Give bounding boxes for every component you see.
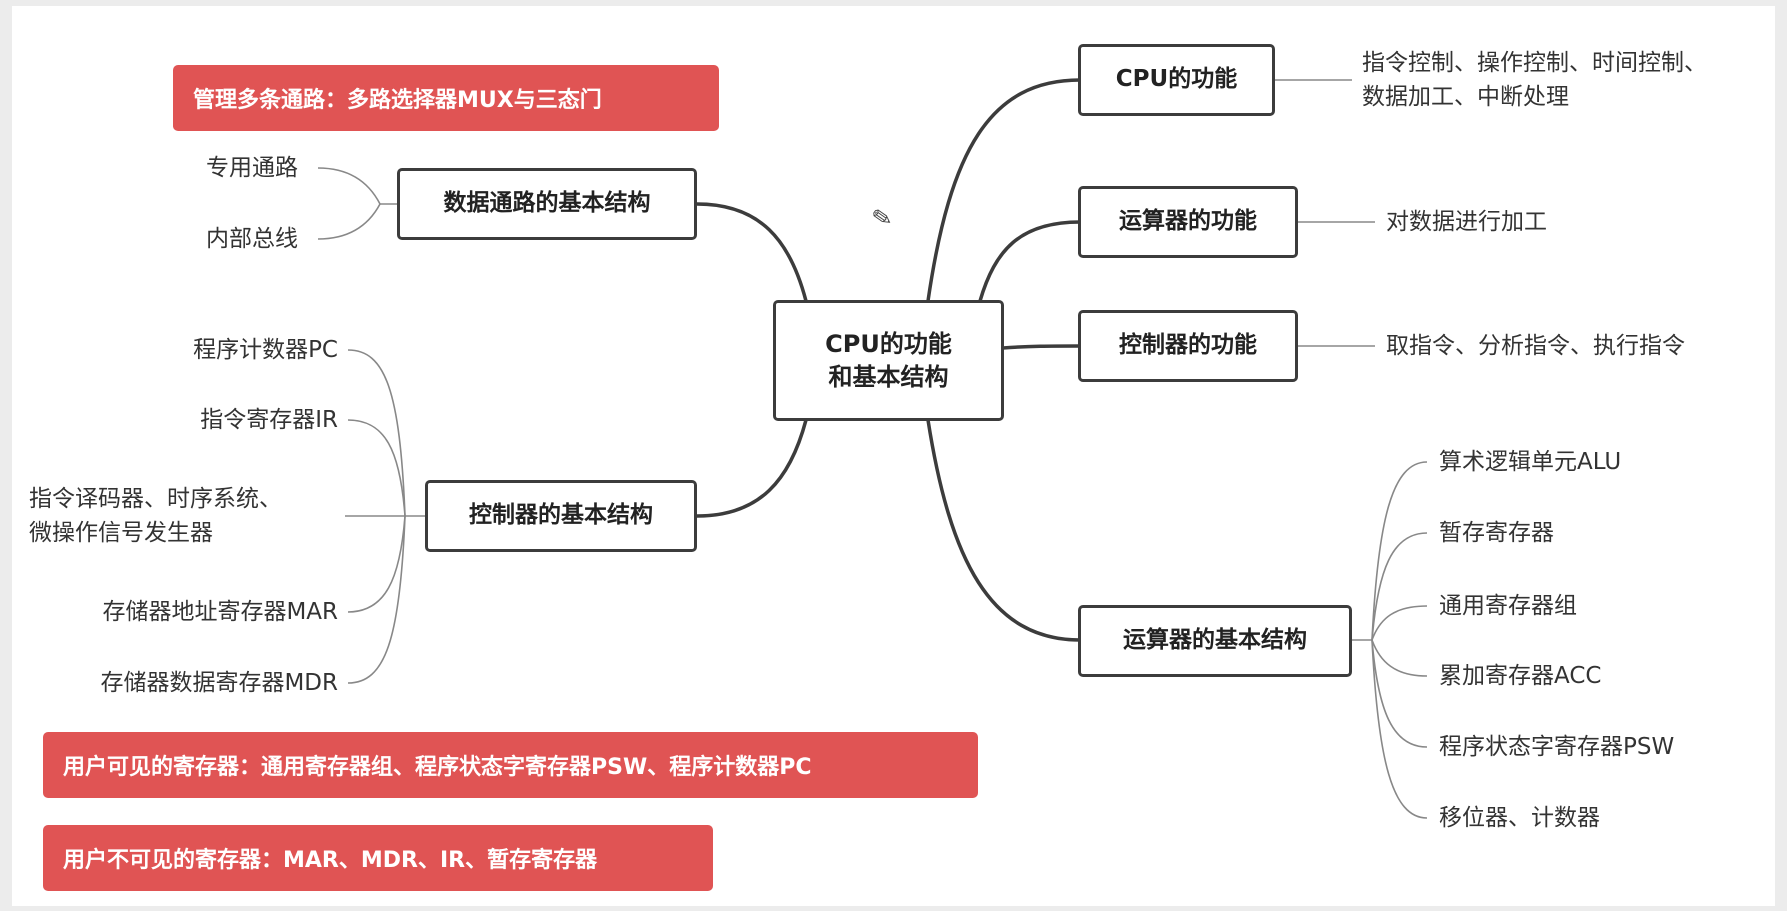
banner-mux: 管理多条通路：多路选择器MUX与三态门 — [173, 65, 719, 131]
alu-child-acc: 累加寄存器ACC — [1439, 663, 1602, 689]
cu-child-mdr: 存储器数据寄存器MDR — [100, 670, 338, 696]
banner-visible-registers: 用户可见的寄存器：通用寄存器组、程序状态字寄存器PSW、程序计数器PC — [43, 732, 978, 798]
node-cu-function[interactable]: 控制器的功能 — [1078, 310, 1298, 382]
alu-child-temp-register: 暂存寄存器 — [1439, 520, 1554, 546]
banner-invisible-registers: 用户不可见的寄存器：MAR、MDR、IR、暂存寄存器 — [43, 825, 713, 891]
connector-alu-function — [978, 220, 1082, 303]
alu-function-detail: 对数据进行加工 — [1386, 209, 1547, 235]
node-cpu-function[interactable]: CPU的功能 — [1078, 44, 1275, 116]
datapath-child-internal-bus: 内部总线 — [206, 226, 298, 252]
cu-child-decoder-line-2: 微操作信号发生器 — [29, 520, 213, 546]
cpu-function-detail-1: 指令控制、操作控制、时间控制、 — [1362, 50, 1707, 76]
node-datapath-structure[interactable]: 数据通路的基本结构 — [397, 168, 697, 240]
node-alu-function[interactable]: 运算器的功能 — [1078, 186, 1298, 258]
alu-child-psw: 程序状态字寄存器PSW — [1439, 734, 1675, 760]
cu-child-pc: 程序计数器PC — [193, 337, 338, 363]
alu-child-general-registers: 通用寄存器组 — [1439, 593, 1577, 619]
connector-datapath-structure — [695, 202, 808, 303]
root-line-2: 和基本结构 — [828, 362, 949, 391]
connector-cu-function — [1001, 344, 1082, 350]
cu-function-detail: 取指令、分析指令、执行指令 — [1386, 333, 1685, 359]
cu-child-ir: 指令寄存器IR — [200, 407, 338, 433]
cu-child-decoder-line-1: 指令译码器、时序系统、 — [29, 486, 282, 512]
connector-cpu-function — [926, 78, 1082, 303]
node-alu-structure[interactable]: 运算器的基本结构 — [1078, 605, 1352, 677]
connector-alu-structure — [926, 418, 1082, 642]
cu-child-mar: 存储器地址寄存器MAR — [102, 599, 338, 625]
cpu-function-detail-2: 数据加工、中断处理 — [1362, 84, 1569, 110]
root-node[interactable]: CPU的功能 和基本结构 — [773, 300, 1004, 421]
datapath-child-dedicated: 专用通路 — [206, 155, 298, 181]
alu-child-alu: 算术逻辑单元ALU — [1439, 449, 1622, 475]
alu-child-shifter-counter: 移位器、计数器 — [1439, 805, 1600, 831]
connector-cu-structure — [695, 418, 808, 518]
node-cu-structure[interactable]: 控制器的基本结构 — [425, 480, 697, 552]
root-line-1: CPU的功能 — [825, 330, 952, 359]
